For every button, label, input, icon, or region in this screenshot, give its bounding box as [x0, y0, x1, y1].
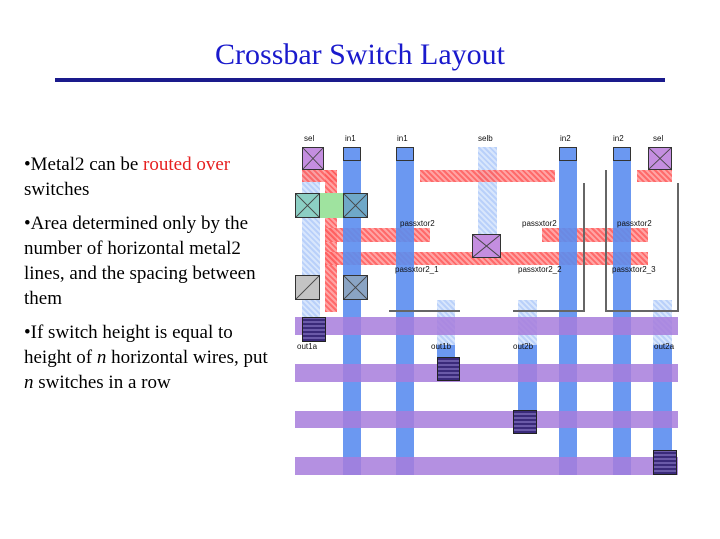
out1a-contact [302, 317, 326, 342]
out1b-contact [437, 357, 460, 381]
label-out2b: out2b [513, 342, 534, 351]
in1-contact [343, 147, 361, 161]
label-passxtor: passxtor2 [522, 219, 557, 228]
label-out2a: out2a [654, 342, 675, 351]
poly-wire [637, 170, 672, 182]
highlight-text: routed over [143, 154, 231, 175]
cell-boundary [389, 310, 460, 312]
bullet-3: •If switch height is equal to height of … [24, 322, 268, 393]
sel-contact [648, 147, 672, 170]
cell-boundary [677, 183, 679, 312]
poly-wire [420, 170, 555, 182]
metal2-row [295, 457, 678, 475]
slide-title: Crossbar Switch Layout [215, 38, 505, 71]
metal2-row [295, 411, 678, 428]
switch-contact [295, 193, 320, 218]
metal2-row [295, 364, 678, 382]
label-passxtor: passxtor2 [400, 219, 435, 228]
cell-boundary [513, 310, 584, 312]
in1-wire [343, 147, 361, 475]
label-passxtor-2: passxtor2_2 [518, 265, 562, 274]
label-passxtor-3: passxtor2_3 [612, 265, 656, 274]
cell-boundary [605, 310, 678, 312]
label-sel: sel [304, 134, 315, 143]
label-in1: in1 [345, 134, 356, 143]
label-out1b: out1b [431, 342, 452, 351]
label-selb: selb [478, 134, 493, 143]
title-divider [55, 78, 665, 82]
bullet-list: •Metal2 can be routed over switches •Are… [24, 152, 274, 404]
cell-boundary [583, 183, 585, 312]
cell-boundary [605, 170, 607, 312]
out2a-contact [653, 450, 677, 475]
switch-contact [343, 275, 368, 300]
in2-contact [559, 147, 577, 161]
diffusion [320, 193, 343, 218]
poly-wire [325, 228, 430, 242]
label-in2: in2 [613, 134, 624, 143]
in1-contact [396, 147, 414, 161]
switch-contact [343, 193, 368, 218]
label-passxtor-1: passxtor2_1 [395, 265, 439, 274]
bullet-2: •Area determined only by the number of h… [24, 213, 256, 309]
switch-contact [295, 275, 320, 300]
sel-contact [302, 147, 324, 170]
out2b-contact [513, 410, 537, 434]
label-in1: in1 [397, 134, 408, 143]
label-in2: in2 [560, 134, 571, 143]
bullet-1: •Metal2 can be routed over switches [24, 154, 231, 200]
metal2-row [295, 317, 678, 335]
in2-contact [613, 147, 631, 161]
label-out1a: out1a [297, 342, 318, 351]
label-sel: sel [653, 134, 664, 143]
poly-wire [542, 228, 648, 242]
label-passxtor: passxtor2 [617, 219, 652, 228]
selb-contact [472, 234, 501, 258]
